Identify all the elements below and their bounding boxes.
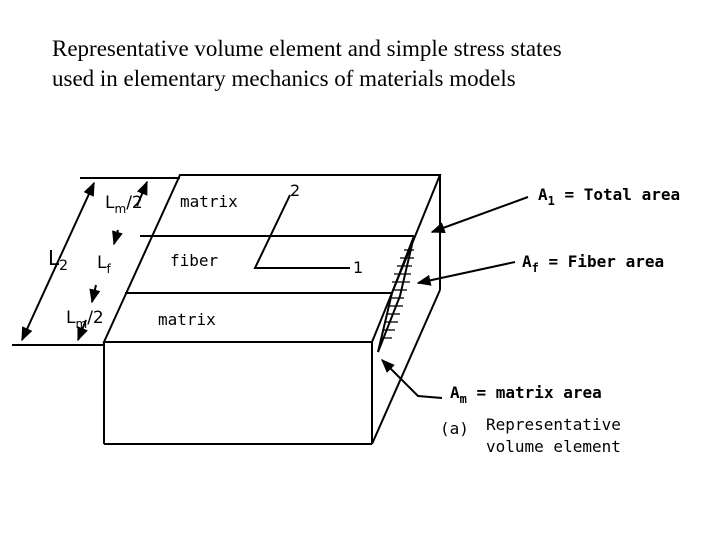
hatched-cross-section bbox=[377, 235, 415, 353]
rve-block bbox=[102, 174, 442, 445]
layer-label-fiber: fiber bbox=[170, 251, 219, 270]
axis-2-to-1-line bbox=[253, 194, 350, 269]
title-line-1: Representative volume element and simple… bbox=[52, 36, 562, 61]
caption-line-1: Representative bbox=[486, 415, 621, 434]
section-hatching bbox=[382, 249, 414, 339]
callout-fiber-area: Af = Fiber area bbox=[522, 252, 664, 275]
callout-matrix-area: Am = matrix area bbox=[450, 383, 602, 406]
dim-arrow-total bbox=[21, 181, 95, 342]
leader-fiber-area bbox=[416, 261, 516, 286]
axis-1-label: 1 bbox=[353, 258, 363, 277]
dim-arrow-matrix-top bbox=[136, 180, 148, 207]
block-bottom-right-edge bbox=[371, 289, 441, 445]
caption-tag: (a) bbox=[440, 419, 469, 438]
block-top-and-front-edge bbox=[102, 174, 442, 343]
dim-arrow-matrix-bottom-upper bbox=[89, 284, 101, 304]
dim-label-fiber: Lf bbox=[97, 253, 111, 276]
dim-label-matrix-top: Lm/2 bbox=[105, 193, 143, 216]
axis-2-label: 2 bbox=[290, 181, 300, 200]
dim-label-matrix-bottom: Lm/2 bbox=[66, 308, 104, 331]
leader-total-area bbox=[430, 196, 529, 233]
leader-matrix-area bbox=[381, 359, 443, 399]
dim-arrow-fiber bbox=[112, 229, 123, 246]
dimension-total bbox=[12, 177, 180, 346]
axis-lines bbox=[253, 194, 350, 269]
title-line-2: used in elementary mechanics of material… bbox=[52, 66, 516, 91]
slide-title: Representative volume element and simple… bbox=[52, 34, 692, 94]
callout-total-area: A1 = Total area bbox=[538, 185, 680, 208]
dim-arrow-matrix-bottom-lower bbox=[77, 319, 88, 342]
layer-label-top-matrix: matrix bbox=[180, 192, 238, 211]
dim-label-total: L2 bbox=[48, 246, 68, 274]
caption-line-2: volume element bbox=[486, 437, 621, 456]
layer-label-bottom-matrix: matrix bbox=[158, 310, 216, 329]
